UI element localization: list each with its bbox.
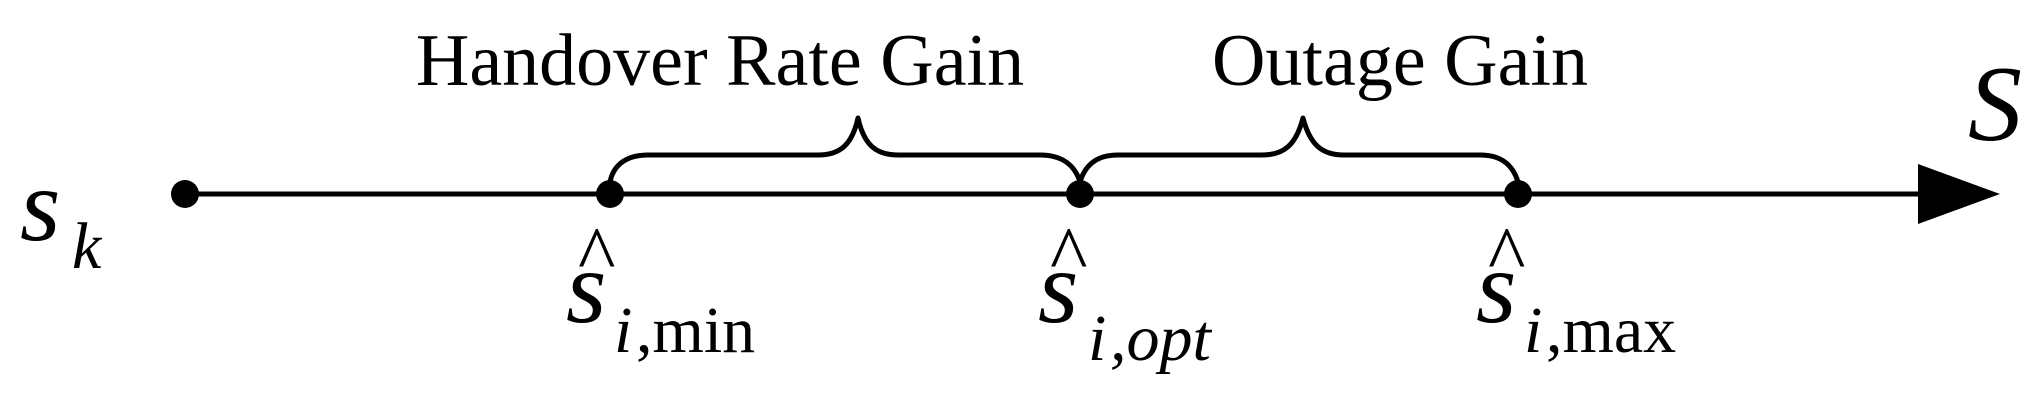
brace-outage-gain	[1077, 115, 1521, 183]
label-s-opt-var: s	[1038, 230, 1078, 345]
label-s-hat-i-opt: ^ s i ,opt	[1038, 212, 1213, 375]
label-s-max-hat: ^	[1488, 212, 1526, 300]
label-s-max-sub-i: i	[1524, 294, 1542, 367]
label-s-opt-hat: ^	[1050, 212, 1088, 300]
label-s-min-sub-i: i	[614, 294, 632, 367]
label-s-min-sub-rest: ,min	[636, 294, 755, 367]
label-s-min-var: s	[566, 230, 606, 345]
point-s-max	[1504, 180, 1532, 208]
label-s-max-var: s	[1476, 230, 1516, 345]
point-s-k	[171, 180, 199, 208]
label-s-opt-sub-rest: ,opt	[1110, 302, 1213, 375]
axis-arrowhead	[1918, 164, 2000, 224]
point-s-min	[596, 180, 624, 208]
label-s-hat-i-max: ^ s i ,max	[1476, 212, 1676, 367]
label-handover-rate-gain: Handover Rate Gain	[416, 20, 1024, 102]
label-s-k-sub: k	[72, 210, 103, 283]
point-s-opt	[1066, 180, 1094, 208]
label-s-k: s k	[20, 148, 103, 283]
label-s-opt-sub-i: i	[1088, 302, 1106, 375]
label-s-hat-i-min: ^ s i ,min	[566, 212, 755, 367]
label-s-min-hat: ^	[578, 212, 616, 300]
label-outage-gain: Outage Gain	[1212, 20, 1588, 102]
label-s-max-sub-rest: ,max	[1546, 294, 1676, 367]
brace-handover-rate-gain	[607, 115, 1083, 183]
label-s-k-var: s	[20, 148, 60, 263]
axis-label-s: S	[1968, 45, 2022, 164]
